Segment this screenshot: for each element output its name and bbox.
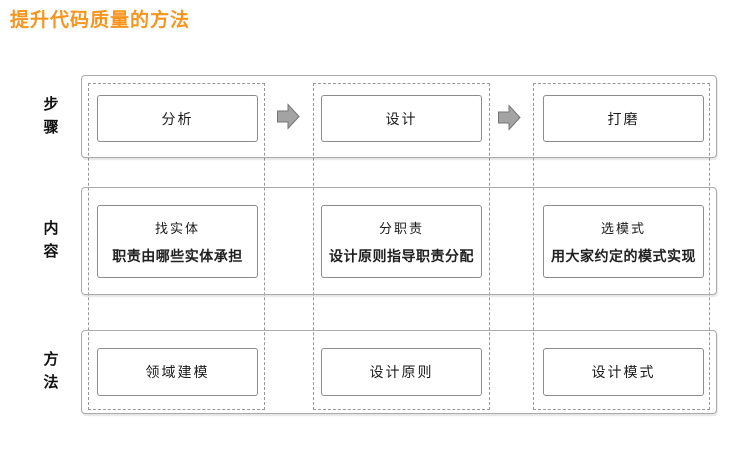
row-methods: 领域建模 设计原则 设计模式 bbox=[81, 330, 717, 414]
row-label-content: 内容 bbox=[43, 221, 59, 261]
dashed-column-1 bbox=[88, 83, 265, 410]
step-box-design: 设计 bbox=[321, 95, 482, 142]
method-box-design-patterns: 设计模式 bbox=[543, 348, 704, 396]
slide-title: 提升代码质量的方法 bbox=[10, 10, 191, 31]
method-box-design-principles: 设计原则 bbox=[321, 348, 482, 396]
dashed-column-3 bbox=[533, 83, 710, 410]
row-steps: 分析 设计 打磨 bbox=[81, 75, 717, 158]
content-box-title: 选模式 bbox=[600, 220, 646, 236]
content-box-desc: 用大家约定的模式实现 bbox=[551, 247, 696, 264]
content-box-title: 分职责 bbox=[378, 220, 424, 236]
block-arrow-right-icon bbox=[498, 104, 521, 131]
content-box-desc: 职责由哪些实体承担 bbox=[112, 247, 243, 264]
method-box-domain-modeling: 领域建模 bbox=[97, 348, 258, 396]
content-box-assign-responsibilities: 分职责 设计原则指导职责分配 bbox=[321, 205, 482, 278]
row-label-steps: 步骤 bbox=[43, 97, 59, 137]
content-box-desc: 设计原则指导职责分配 bbox=[329, 247, 474, 264]
row-content: 找实体 职责由哪些实体承担 分职责 设计原则指导职责分配 选模式 用大家约定的模… bbox=[81, 187, 717, 295]
content-box-title: 找实体 bbox=[154, 220, 200, 236]
step-box-polish: 打磨 bbox=[543, 95, 704, 142]
block-arrow-right-icon bbox=[277, 103, 300, 130]
step-box-analysis: 分析 bbox=[97, 95, 258, 142]
content-box-find-entities: 找实体 职责由哪些实体承担 bbox=[97, 205, 258, 278]
dashed-column-2 bbox=[313, 83, 490, 410]
row-label-methods: 方法 bbox=[43, 352, 59, 392]
content-box-choose-patterns: 选模式 用大家约定的模式实现 bbox=[543, 205, 704, 278]
